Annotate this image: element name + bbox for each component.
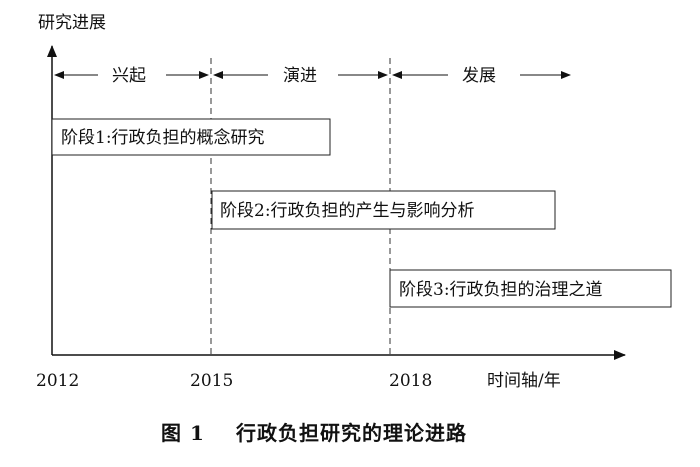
period-label-2: 演进 <box>283 66 317 86</box>
stage-box-3 <box>389 269 672 308</box>
figure-label: 图 1 <box>161 421 205 445</box>
stage-label-3: 阶段3:行政负担的治理之道 <box>399 280 603 300</box>
year-label-2018: 2018 <box>389 371 432 391</box>
stage-label-1: 阶段1:行政负担的概念研究 <box>61 127 265 148</box>
stage-box-2 <box>211 190 556 230</box>
figure-title: 行政负担研究的理论进路 <box>235 421 467 445</box>
x-axis-label: 时间轴/年 <box>487 371 561 391</box>
year-label-2012: 2012 <box>36 371 79 391</box>
y-axis-label: 研究进展 <box>38 13 106 33</box>
stage-box-1 <box>51 118 331 156</box>
year-label-2015: 2015 <box>190 371 233 391</box>
period-label-1: 兴起 <box>112 66 146 86</box>
stage-label-2: 阶段2:行政负担的产生与影响分析 <box>220 201 475 221</box>
period-label-3: 发展 <box>462 66 496 86</box>
